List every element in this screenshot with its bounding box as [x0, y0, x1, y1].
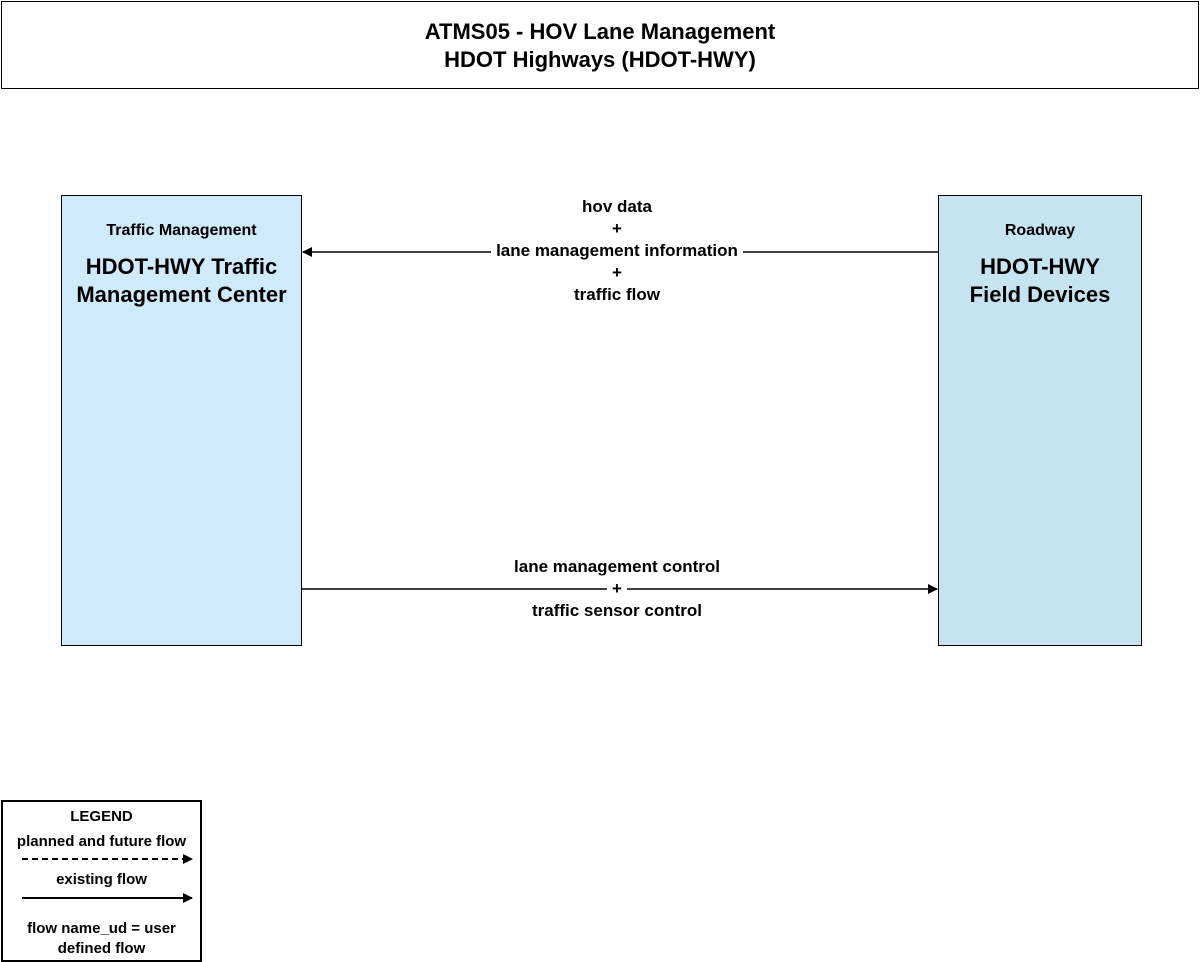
diagram-title-box: ATMS05 - HOV Lane Management HDOT Highwa… [1, 1, 1199, 89]
legend-existing-label: existing flow [56, 871, 147, 888]
legend-planned-label: planned and future flow [16, 833, 187, 850]
flow-name: lane management information [491, 240, 743, 262]
entity-name-line-2: Field Devices [969, 282, 1111, 307]
flow-name: lane management control [509, 556, 725, 578]
entity-name-line-1: HDOT-HWY Traffic [85, 254, 278, 279]
flow-plus: + [612, 263, 622, 282]
flow-plus: + [612, 219, 622, 238]
diagram-subtitle: HDOT Highways (HDOT-HWY) [444, 47, 756, 72]
entity-category-label: Roadway [1004, 222, 1076, 239]
flow-name: traffic flow [574, 285, 660, 304]
flow-label-top: hov data + lane management information +… [467, 196, 767, 306]
flow-name: hov data [582, 197, 652, 216]
entity-name-line-2: Management Center [76, 282, 287, 307]
entity-name-line-1: HDOT-HWY [980, 254, 1100, 279]
flow-label-bottom: lane management control + traffic sensor… [467, 556, 767, 622]
legend-user-defined-label: flow name_ud = user defined flow [27, 920, 176, 957]
legend-title: LEGEND [70, 808, 133, 825]
legend-line-samples [22, 854, 193, 903]
flow-name: traffic sensor control [526, 600, 708, 622]
entity-traffic-management-center[interactable]: Traffic Management HDOT-HWY Traffic Mana… [61, 195, 302, 646]
diagram-title: ATMS05 - HOV Lane Management [424, 19, 776, 44]
legend: LEGEND planned and future flow existing … [1, 800, 202, 962]
entity-name: HDOT-HWY Traffic Management Center [62, 253, 301, 309]
entity-category-label: Traffic Management [106, 222, 257, 239]
entity-name: HDOT-HWY Field Devices [939, 253, 1141, 309]
entity-field-devices[interactable]: Roadway HDOT-HWY Field Devices [938, 195, 1142, 646]
flow-plus: + [607, 578, 627, 600]
